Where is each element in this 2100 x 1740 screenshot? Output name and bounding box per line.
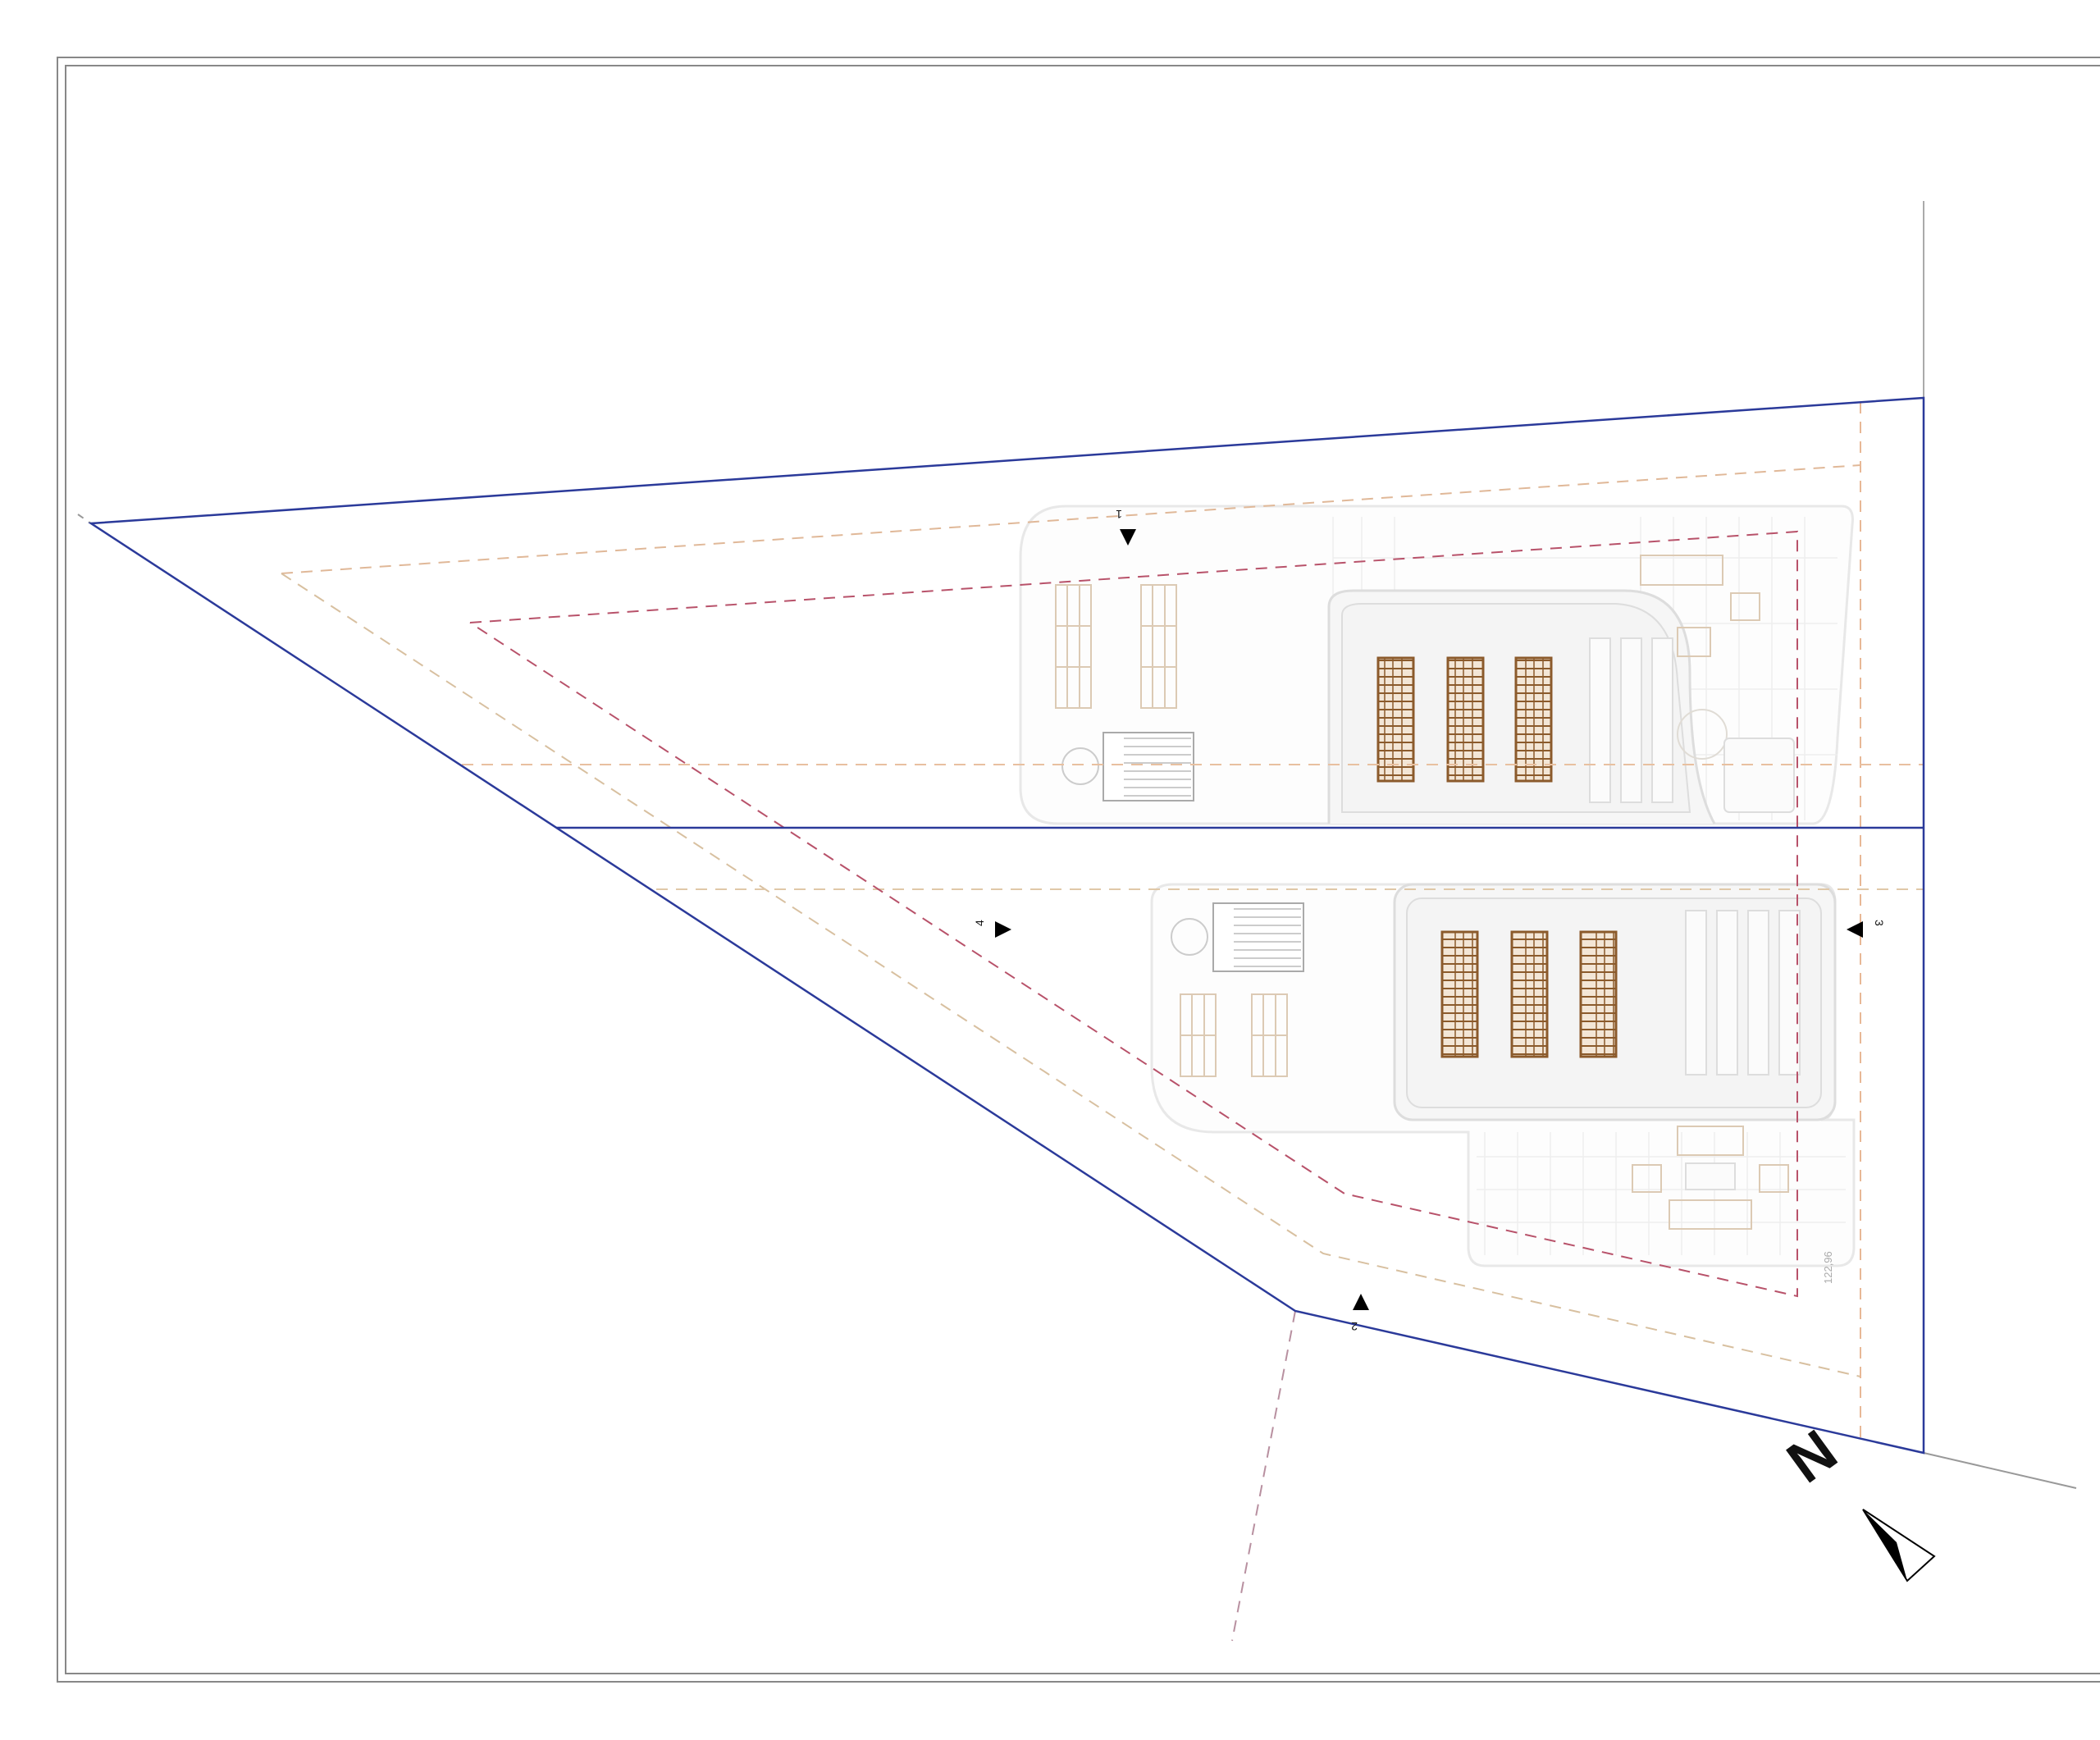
sofa	[1640, 555, 1723, 586]
outer-frame	[57, 57, 2100, 1683]
triangle-down-icon	[1120, 529, 1136, 546]
extension-dashed-line	[1231, 1310, 1296, 1642]
inner-frame	[65, 65, 2100, 1674]
triangle-up-icon	[1353, 1294, 1369, 1310]
dimension-label: 122,96	[1822, 1251, 1834, 1284]
section-label: 1	[1116, 508, 1122, 521]
outer-setback-line	[281, 464, 1861, 574]
north-label: N	[1776, 1418, 1849, 1496]
pergola	[1514, 656, 1553, 783]
north-arrow-icon	[1862, 1509, 1936, 1582]
armchair	[1759, 1164, 1789, 1193]
triangle-right-icon	[995, 921, 1011, 938]
sun-lounger	[1747, 910, 1769, 1076]
armchair	[1632, 1164, 1662, 1193]
lower-house	[1150, 883, 1856, 1267]
upper-house	[1019, 505, 1854, 825]
pergola	[1440, 930, 1479, 1058]
pergolas-upper	[1376, 656, 1553, 783]
coffee-table	[1685, 1162, 1736, 1190]
sun-lounger	[1589, 637, 1611, 803]
pergola-small	[1055, 584, 1177, 709]
sun-lounger	[1716, 910, 1738, 1076]
bbq-structure	[1212, 902, 1304, 972]
section-label: 4	[973, 920, 986, 926]
sofa	[1677, 1126, 1744, 1156]
sun-lounger	[1651, 637, 1673, 803]
sun-lounger	[1778, 910, 1801, 1076]
outer-setback-line	[281, 573, 1861, 1377]
pergola-small	[1180, 993, 1288, 1077]
pergola	[1376, 656, 1415, 783]
parcel-boundary	[88, 396, 1925, 1455]
building-limit-line	[469, 530, 1798, 1298]
section-label: 2	[1351, 1320, 1358, 1333]
armchair	[1730, 592, 1760, 621]
bbq-structure	[1102, 732, 1194, 801]
sun-lounger	[1620, 637, 1642, 803]
sofa	[1669, 1199, 1752, 1230]
round-table	[1677, 709, 1728, 760]
triangle-left-icon	[1847, 921, 1863, 938]
pergola	[1510, 930, 1549, 1058]
section-marker-1[interactable]: 1	[1116, 508, 1136, 546]
neighbor-boundary-line	[1923, 1452, 2077, 1489]
tree-icon	[1061, 747, 1099, 785]
section-marker-2[interactable]: 2	[1351, 1294, 1369, 1333]
pergolas-lower	[1440, 930, 1618, 1058]
section-label: 3	[1873, 920, 1886, 926]
pergola	[1446, 656, 1485, 783]
hot-tub	[1723, 738, 1795, 813]
sun-lounger	[1685, 910, 1707, 1076]
section-marker-4[interactable]: 4	[973, 920, 1011, 938]
armchair	[1677, 627, 1711, 657]
extension-line	[77, 514, 92, 524]
pergola	[1579, 930, 1618, 1058]
section-marker-3[interactable]: 3	[1847, 920, 1886, 938]
tree-icon	[1171, 918, 1208, 956]
